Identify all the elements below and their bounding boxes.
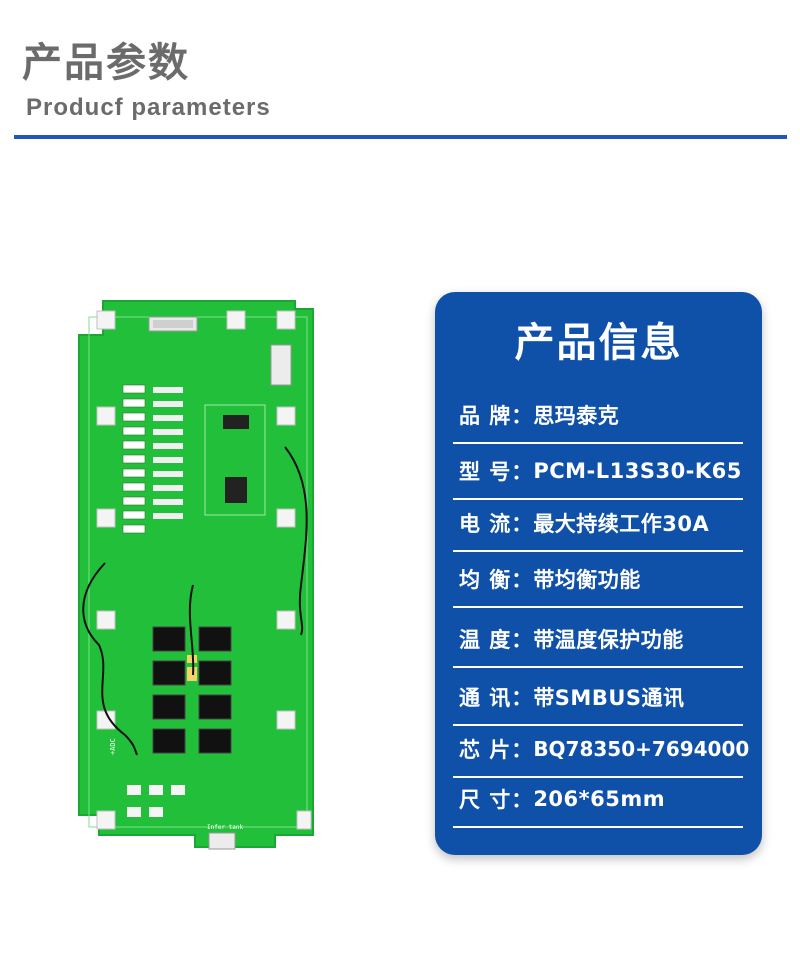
info-value: 思玛泰克 <box>533 404 620 428</box>
pcb-board-illustration: +ADC Infer tank <box>78 300 314 850</box>
product-info-card: 产品信息 品 牌： 思玛泰克 型 号： PCM-L13S30-K65 电 流： … <box>435 292 762 855</box>
board-silk-label: +ADC <box>109 738 117 755</box>
info-label: 均 衡： <box>459 568 534 592</box>
page-title: 产品参数 <box>22 40 190 86</box>
board-silk-label-bottom: Infer tank <box>207 824 244 831</box>
info-row-temperature: 温 度： 带温度保护功能 <box>453 612 743 668</box>
info-value: 最大持续工作30A <box>533 512 710 536</box>
info-label: 芯 片： <box>459 738 534 762</box>
info-row-brand: 品 牌： 思玛泰克 <box>453 388 743 444</box>
info-value: 206*65mm <box>533 787 666 811</box>
info-label: 温 度： <box>459 628 534 652</box>
info-value: PCM-L13S30-K65 <box>533 459 742 483</box>
page-subtitle: Producf parameters <box>26 94 271 121</box>
info-label: 型 号： <box>459 460 534 484</box>
header-divider <box>14 135 787 139</box>
info-value: BQ78350+7694000 <box>533 737 750 761</box>
card-title: 产品信息 <box>514 320 683 366</box>
info-row-size: 尺 寸： 206*65mm <box>453 772 743 828</box>
info-value: 带SMBUS通讯 <box>533 686 685 710</box>
info-label: 通 讯： <box>459 686 534 710</box>
info-row-chip: 芯 片： BQ78350+7694000 <box>453 722 749 778</box>
product-image: +ADC Infer tank <box>75 295 335 855</box>
info-row-current: 电 流： 最大持续工作30A <box>453 496 743 552</box>
info-value: 带温度保护功能 <box>533 628 684 652</box>
info-label: 电 流： <box>459 512 534 536</box>
info-label: 尺 寸： <box>459 788 534 812</box>
info-row-communication: 通 讯： 带SMBUS通讯 <box>453 670 743 726</box>
info-value: 带均衡功能 <box>533 568 641 592</box>
info-row-balance: 均 衡： 带均衡功能 <box>453 552 743 608</box>
info-row-model: 型 号： PCM-L13S30-K65 <box>453 444 743 500</box>
info-label: 品 牌： <box>459 404 534 428</box>
